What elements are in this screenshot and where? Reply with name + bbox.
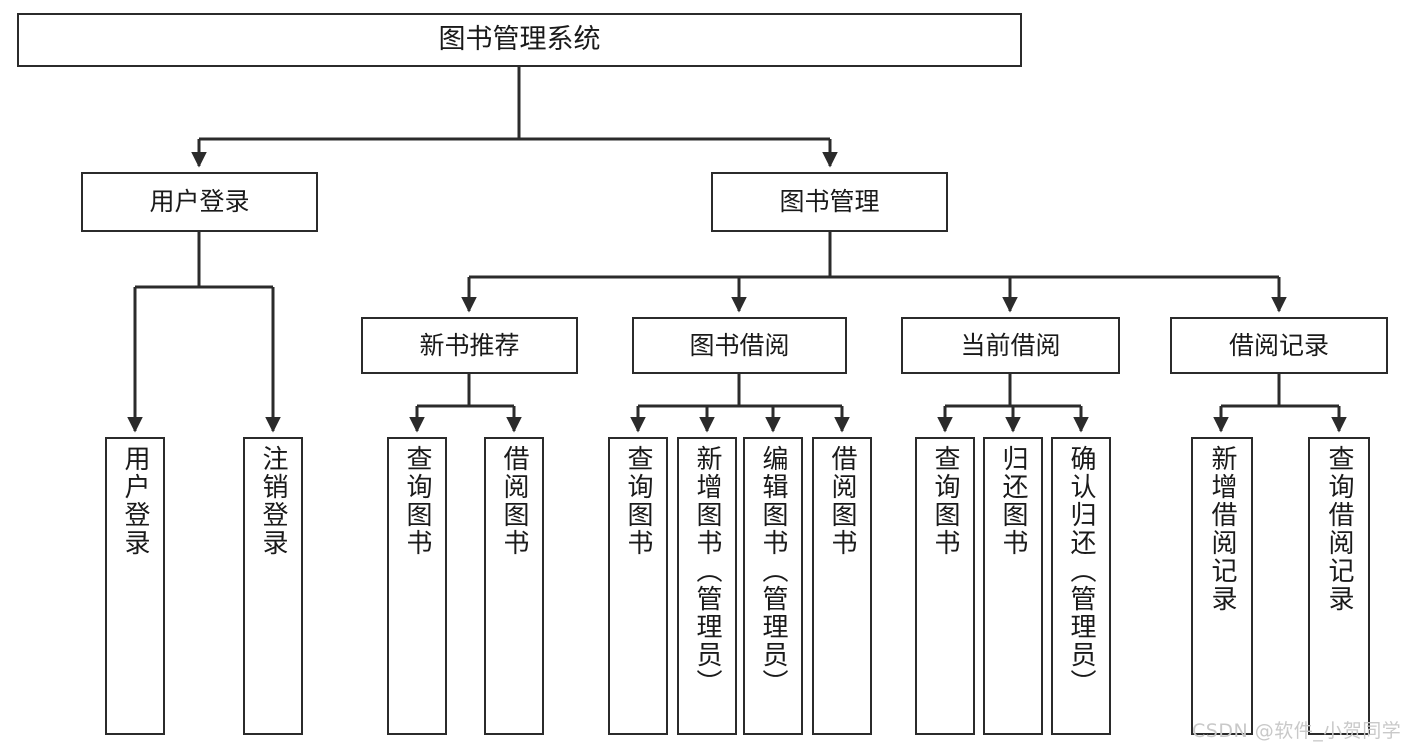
leaf-borrow-borrow-book[interactable]: 借阅图书	[812, 437, 872, 735]
node-label: 查询借阅记录	[1324, 445, 1354, 613]
leaf-current-query-book[interactable]: 查询图书	[915, 437, 975, 735]
node-label: 图书管理	[779, 187, 880, 217]
leaf-borrow-edit-book-admin[interactable]: 编辑图书（管理员）	[743, 437, 803, 735]
leaf-new-book-borrow[interactable]: 借阅图书	[484, 437, 544, 735]
node-label: 借阅记录	[1228, 330, 1329, 360]
node-label: 图书借阅	[689, 330, 790, 360]
node-book-borrow[interactable]: 图书借阅	[632, 317, 847, 374]
node-label: 借阅图书	[499, 445, 529, 557]
node-borrow-record[interactable]: 借阅记录	[1170, 317, 1388, 374]
node-label: 查询图书	[930, 445, 960, 557]
node-label: 新书推荐	[419, 330, 520, 360]
node-book-management[interactable]: 图书管理	[711, 172, 948, 232]
node-label: 用户登录	[120, 445, 150, 557]
node-label: 查询图书	[402, 445, 432, 557]
leaf-record-query-record[interactable]: 查询借阅记录	[1308, 437, 1370, 735]
node-root-system[interactable]: 图书管理系统	[17, 13, 1022, 67]
node-label: 用户登录	[149, 187, 250, 217]
node-current-borrow[interactable]: 当前借阅	[901, 317, 1120, 374]
node-label: 注销登录	[258, 445, 288, 557]
leaf-current-return-book[interactable]: 归还图书	[983, 437, 1043, 735]
node-label: 新增图书（管理员）	[692, 445, 722, 697]
node-label: 新增借阅记录	[1207, 445, 1237, 613]
node-label: 查询图书	[623, 445, 653, 557]
node-new-book-recommend[interactable]: 新书推荐	[361, 317, 578, 374]
leaf-record-add-record[interactable]: 新增借阅记录	[1191, 437, 1253, 735]
leaf-new-book-query[interactable]: 查询图书	[387, 437, 447, 735]
node-label: 图书管理系统	[438, 24, 601, 56]
node-label: 确认归还（管理员）	[1066, 445, 1096, 697]
leaf-user-login-logout[interactable]: 注销登录	[243, 437, 303, 735]
node-label: 借阅图书	[827, 445, 857, 557]
leaf-borrow-query-book[interactable]: 查询图书	[608, 437, 668, 735]
node-label: 编辑图书（管理员）	[758, 445, 788, 697]
node-label: 当前借阅	[960, 330, 1061, 360]
leaf-current-confirm-return-admin[interactable]: 确认归还（管理员）	[1051, 437, 1111, 735]
node-user-login[interactable]: 用户登录	[81, 172, 318, 232]
leaf-borrow-add-book-admin[interactable]: 新增图书（管理员）	[677, 437, 737, 735]
leaf-user-login-login[interactable]: 用户登录	[105, 437, 165, 735]
node-label: 归还图书	[998, 445, 1028, 557]
